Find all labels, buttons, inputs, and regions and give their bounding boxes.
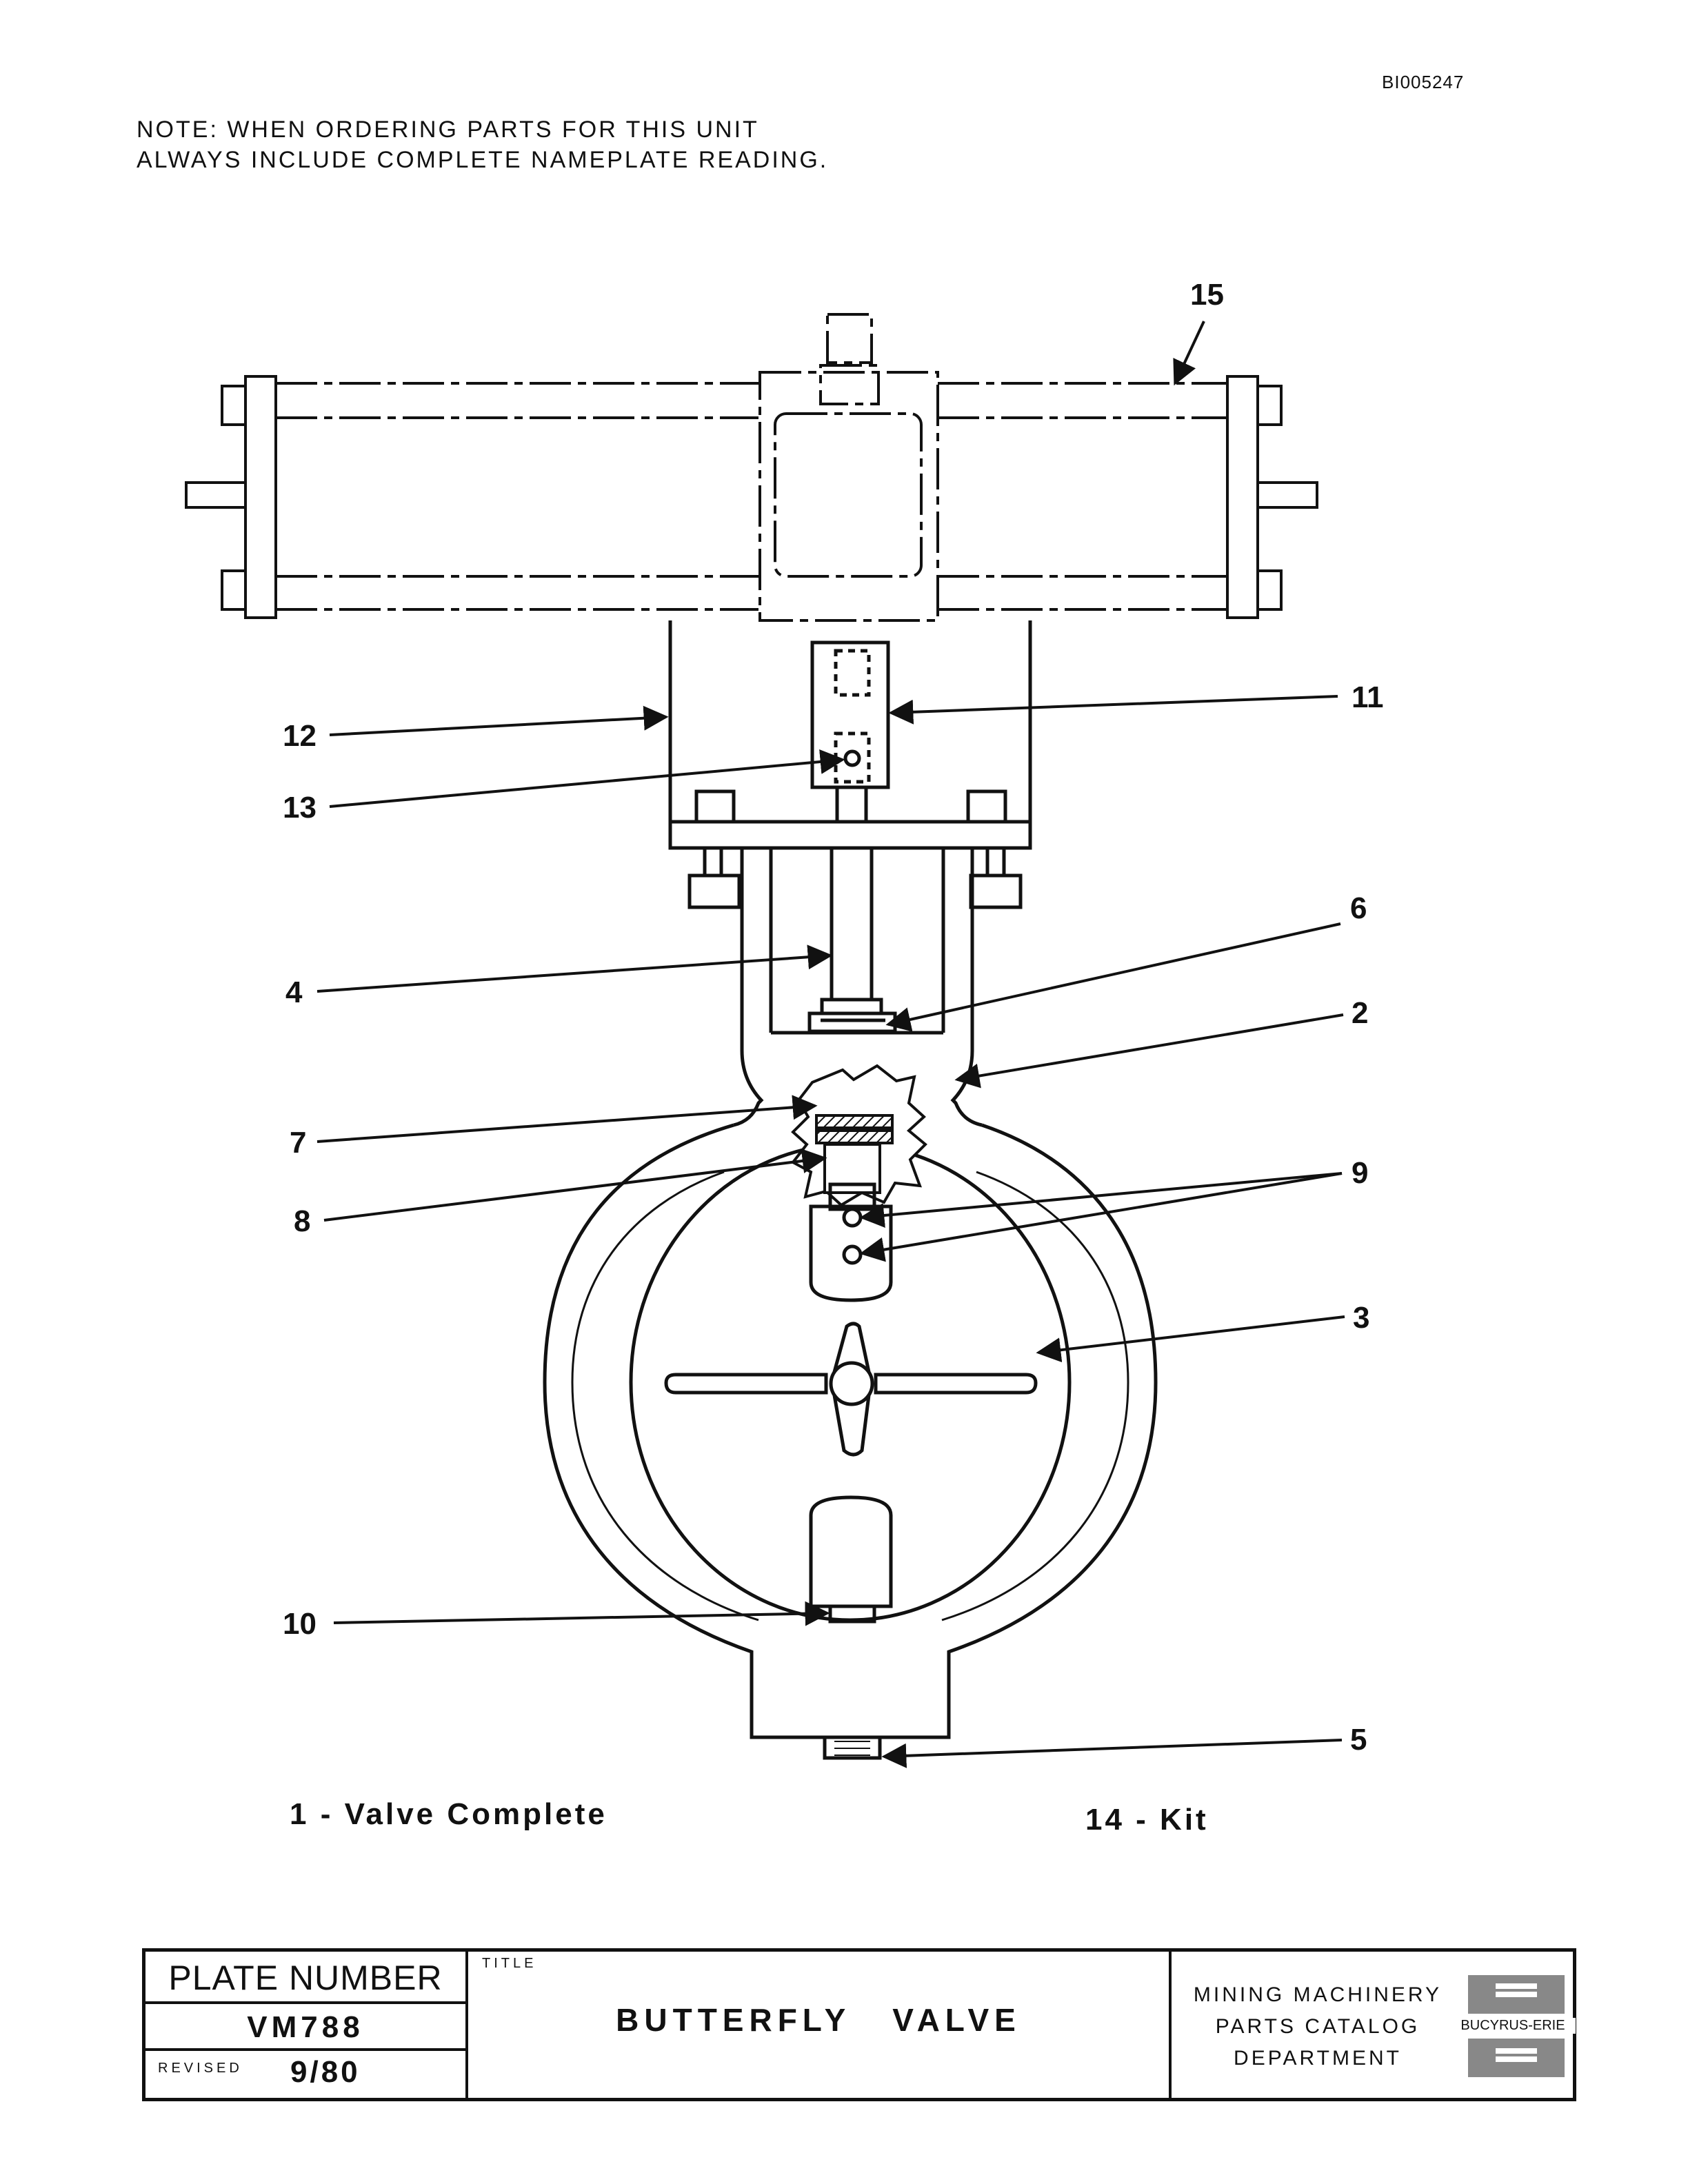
document-id: BI005247 [1382,72,1465,92]
plate-number-label: PLATE NUMBER [145,1952,465,2004]
valve-neck [733,846,983,1127]
bucyrus-erie-logo-icon [1468,1975,1565,2077]
callout-4: 4 [285,975,303,1009]
callout-12: 12 [283,719,316,753]
actuator-cylinder [274,313,1229,622]
caption-valve-complete: 1 - Valve Complete [290,1797,607,1831]
ordering-note-line-2: ALWAYS INCLUDE COMPLETE NAMEPLATE READIN… [137,147,829,173]
ordering-note-line-1: NOTE: WHEN ORDERING PARTS FOR THIS UNIT [137,117,759,143]
callout-7: 7 [290,1126,306,1160]
department-line-2: PARTS CATALOG [1215,2015,1420,2038]
callout-5: 5 [1350,1723,1367,1757]
callout-labels: 15 11 12 13 4 6 2 7 8 9 3 10 5 [283,278,1384,1757]
department-text: MINING MACHINERY PARTS CATALOG DEPARTMEN… [1180,1979,1456,2074]
department-line-1: MINING MACHINERY [1193,1983,1443,2006]
ordering-note: NOTE: WHEN ORDERING PARTS FOR THIS UNIT … [137,114,828,175]
callout-3: 3 [1353,1301,1369,1335]
department-line-3: DEPARTMENT [1234,2047,1402,2070]
actuator-end-caps [185,375,1318,619]
mounting-bracket [668,620,1032,909]
callout-8: 8 [294,1204,310,1238]
title-label: TITLE [482,1956,537,1971]
callout-9: 9 [1352,1156,1368,1190]
revised-value: 9/80 [290,2055,361,2089]
callout-2: 2 [1352,996,1368,1030]
brand-name: BUCYRUS-ERIE [1450,2018,1576,2034]
callout-leader-lines [316,321,1345,1768]
callout-10: 10 [283,1607,316,1641]
callout-11: 11 [1352,680,1384,714]
coupling [810,640,890,822]
department-cell: MINING MACHINERY PARTS CATALOG DEPARTMEN… [1172,1952,1576,2098]
callout-6: 6 [1350,891,1367,925]
plate-number-cell: PLATE NUMBER VM788 REVISED 9/80 [145,1952,468,2098]
plate-number-value: VM788 [145,2004,465,2051]
revised-label: REVISED [158,2061,243,2076]
disc-cross [664,1322,1038,1457]
drawing-title: BUTTERFLY VALVE [616,2002,1021,2038]
callout-13: 13 [283,791,316,825]
callout-15: 15 [1190,278,1224,312]
title-block: PLATE NUMBER VM788 REVISED 9/80 TITLE BU… [142,1948,1576,2101]
caption-kit: 14 - Kit [1085,1803,1209,1837]
title-cell: TITLE BUTTERFLY VALVE [468,1952,1172,2098]
